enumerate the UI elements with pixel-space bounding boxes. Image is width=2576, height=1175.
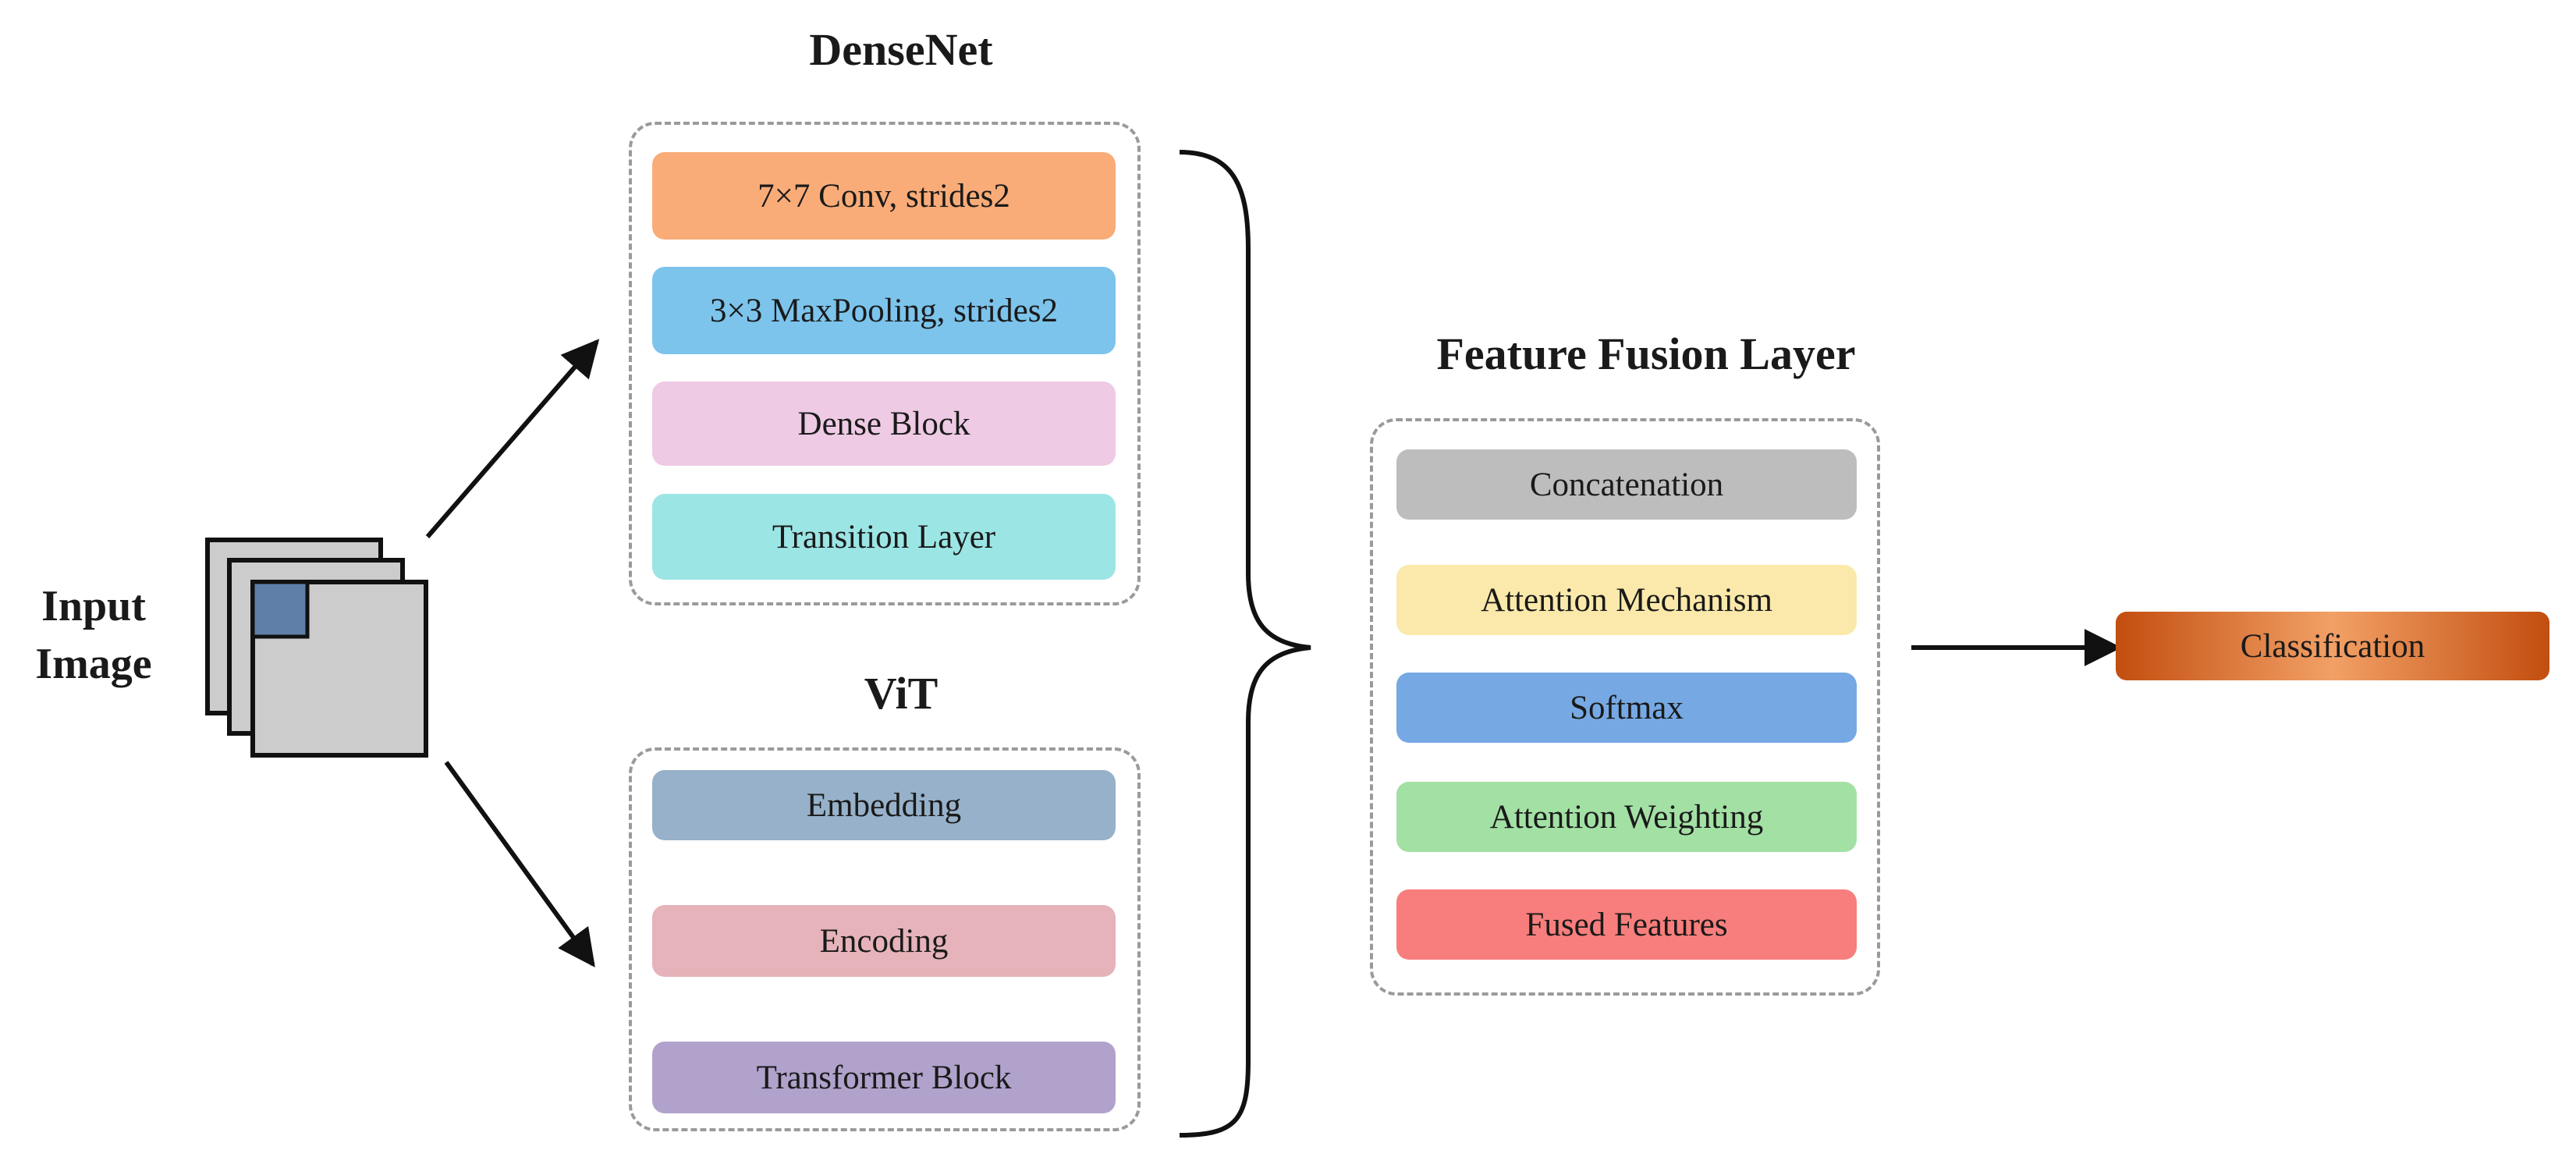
vit-block-embedding: Embedding	[652, 770, 1116, 840]
arrow-to-densenet	[425, 339, 600, 538]
fusion-block-concatenation: Concatenation	[1396, 449, 1857, 520]
fusion-title: Feature Fusion Layer	[1436, 328, 1856, 379]
vit-group	[629, 747, 1141, 1131]
input-label-line1: Input	[41, 582, 146, 630]
densenet-block-maxpooling: 3×3 MaxPooling, strides2	[652, 267, 1116, 354]
classification-block: Classification	[2116, 612, 2549, 680]
densenet-block-conv: 7×7 Conv, strides2	[652, 152, 1116, 240]
fusion-block-fused-features: Fused Features	[1396, 889, 1857, 960]
densenet-block-transition: Transition Layer	[652, 494, 1116, 580]
arrow-to-vit	[444, 761, 595, 967]
input-image-label: Input Image	[8, 577, 179, 693]
vit-block-transformer: Transformer Block	[652, 1042, 1116, 1113]
fusion-block-attention-mechanism: Attention Mechanism	[1396, 565, 1857, 635]
merge-brace	[1179, 150, 1311, 1138]
fusion-block-attention-weighting: Attention Weighting	[1396, 782, 1857, 852]
vit-block-encoding: Encoding	[652, 905, 1116, 977]
densenet-title: DenseNet	[809, 24, 993, 75]
fusion-block-softmax: Softmax	[1396, 673, 1857, 743]
fusion-group	[1370, 418, 1880, 996]
densenet-group	[629, 122, 1141, 605]
input-patch	[250, 580, 310, 639]
vit-title: ViT	[864, 668, 939, 719]
input-image-stack-icon	[205, 538, 428, 758]
densenet-block-dense: Dense Block	[652, 382, 1116, 466]
input-label-line2: Image	[35, 640, 152, 688]
